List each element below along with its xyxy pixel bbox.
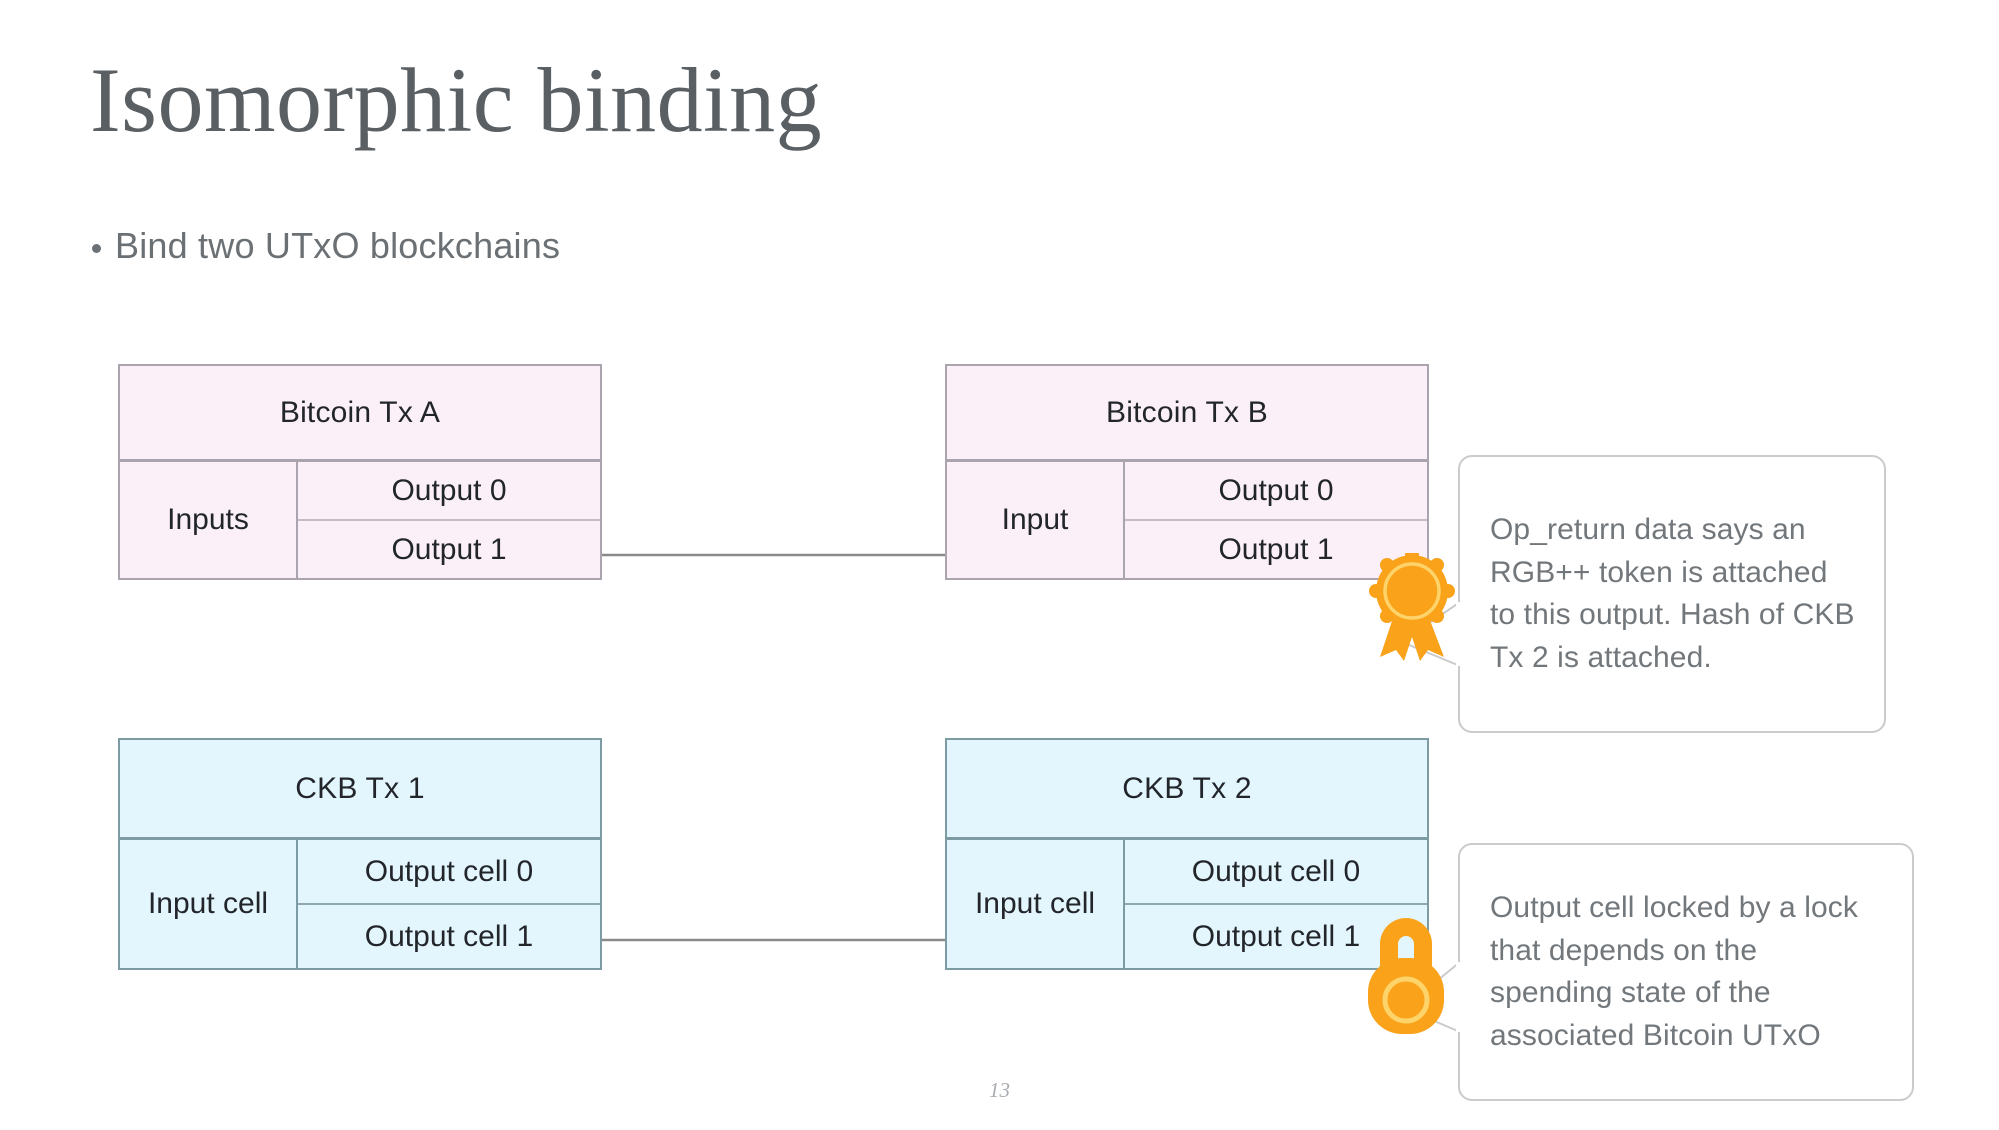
bitcoin-tx-b-inputs-cell: Input	[947, 462, 1125, 578]
bitcoin-tx-a-inputs-cell: Inputs	[120, 462, 298, 578]
bitcoin-tx-b-output-0: Output 0	[1218, 473, 1334, 507]
ckb-tx-1-box: CKB Tx 1 Input cell Output cell 0 Output…	[118, 738, 602, 970]
op-return-callout-text: Op_return data says an RGB++ token is at…	[1490, 512, 1855, 674]
ckb-tx-2-header: CKB Tx 2	[947, 740, 1427, 840]
padlock-icon	[1368, 918, 1444, 1034]
bitcoin-tx-b-box: Bitcoin Tx B Input Output 0 Output 1	[945, 364, 1429, 580]
bitcoin-tx-a-output-1: Output 1	[298, 519, 600, 578]
lock-callout: Output cell locked by a lock that depend…	[1458, 843, 1914, 1101]
arrow-bitcoin-a-to-b	[598, 548, 960, 562]
ckb-tx-1-body: Input cell Output cell 0 Output cell 1	[120, 840, 600, 968]
bitcoin-tx-a-outputs: Output 0 Output 1	[298, 462, 600, 578]
ckb-tx-1-input-cell: Input cell	[120, 840, 298, 968]
ckb-tx-2-input-cell: Input cell	[947, 840, 1125, 968]
ckb-tx-2-outputs: Output cell 0 Output cell 1	[1125, 840, 1427, 968]
page-number: 13	[989, 1078, 1010, 1102]
bitcoin-tx-a-box: Bitcoin Tx A Inputs Output 0 Output 1	[118, 364, 602, 580]
award-badge-icon	[1369, 553, 1455, 661]
ckb-tx-1-output-cell-0: Output cell 0	[364, 854, 534, 888]
bitcoin-tx-a-output-0: Output 0	[391, 473, 507, 507]
ckb-tx-2-output-cell-0: Output cell 0	[1191, 854, 1361, 888]
arrow-ckb-1-to-2	[598, 933, 960, 947]
ckb-tx-1-output-cell-1: Output cell 1	[298, 903, 600, 968]
ckb-tx-1-header: CKB Tx 1	[120, 740, 600, 840]
ckb-tx-2-box: CKB Tx 2 Input cell Output cell 0 Output…	[945, 738, 1429, 970]
bitcoin-tx-a-body: Inputs Output 0 Output 1	[120, 462, 600, 578]
bullet-item: Bind two UTxO blockchains	[92, 225, 560, 267]
lock-callout-text: Output cell locked by a lock that depend…	[1490, 890, 1858, 1052]
page-title: Isomorphic binding	[90, 49, 823, 151]
bitcoin-tx-b-outputs: Output 0 Output 1	[1125, 462, 1427, 578]
ckb-tx-2-output-cell-1: Output cell 1	[1125, 903, 1427, 968]
bitcoin-tx-b-output-1: Output 1	[1125, 519, 1427, 578]
op-return-callout: Op_return data says an RGB++ token is at…	[1458, 455, 1886, 733]
ckb-tx-2-body: Input cell Output cell 0 Output cell 1	[947, 840, 1427, 968]
bullet-dot-icon	[92, 243, 101, 253]
bitcoin-tx-a-header: Bitcoin Tx A	[120, 366, 600, 462]
bitcoin-tx-b-body: Input Output 0 Output 1	[947, 462, 1427, 578]
bullet-item-label: Bind two UTxO blockchains	[115, 225, 561, 266]
bitcoin-tx-b-header: Bitcoin Tx B	[947, 366, 1427, 462]
ckb-tx-1-outputs: Output cell 0 Output cell 1	[298, 840, 600, 968]
